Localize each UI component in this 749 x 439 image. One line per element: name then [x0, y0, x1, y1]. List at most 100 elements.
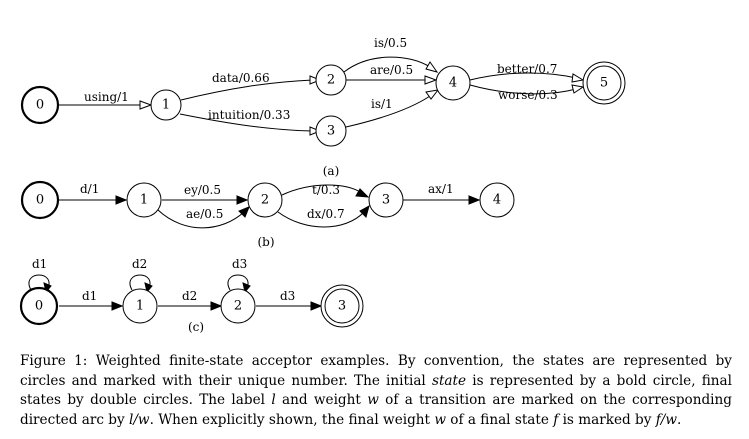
- state-b-0-initial: [20, 180, 60, 220]
- arc-a-4-5-bottom: [469, 84, 577, 95]
- state-label-c-3: 3: [338, 299, 346, 314]
- arrowhead-icon: [139, 100, 153, 110]
- arrowhead-icon: [115, 195, 128, 205]
- arrowhead-icon: [238, 206, 250, 218]
- state-a-3: [315, 115, 347, 147]
- caption-symbol-l: l: [271, 392, 276, 408]
- arrowhead-icon: [468, 195, 481, 205]
- diagram-c: d1 d2 d3 d1 d2 d3 0 1 2 3 (c): [19, 257, 364, 334]
- state-b-2: [247, 182, 283, 218]
- arc-label-a-1-2: data/0.66: [212, 71, 270, 85]
- arc-label-c-0-loop: d1: [32, 257, 47, 271]
- arc-label-b-1-2-bottom: ae/0.5: [186, 207, 223, 221]
- caption-text: of a final state: [445, 411, 554, 428]
- arc-label-b-2-3-bottom: dx/0.7: [307, 207, 345, 221]
- arrowhead-icon: [310, 301, 323, 311]
- caption-symbol-lw: l/w: [128, 411, 150, 428]
- state-label-b-2: 2: [261, 193, 269, 208]
- arrowhead-icon: [309, 75, 322, 85]
- arrowhead-icon: [242, 282, 251, 294]
- caption-text: is marked by: [558, 411, 656, 428]
- arc-label-a-0-1: using/1: [84, 90, 129, 104]
- arrowhead-icon: [359, 204, 370, 218]
- arc-label-c-0-1: d1: [82, 289, 97, 303]
- caption-text: Figure 1: Weighted finite-state acceptor…: [20, 353, 732, 389]
- state-label-a-4: 4: [449, 76, 457, 91]
- caption-symbol-f: f: [553, 411, 559, 428]
- arrowhead-icon: [571, 73, 585, 83]
- figure-caption: Figure 1: Weighted finite-state acceptor…: [20, 352, 732, 430]
- arrowhead-icon: [424, 75, 438, 85]
- state-a-0-initial: [20, 85, 60, 125]
- arc-a-3-4: [345, 95, 431, 128]
- arrowhead-icon: [210, 301, 223, 311]
- state-label-a-1: 1: [162, 98, 170, 113]
- state-label-a-3: 3: [327, 124, 335, 139]
- state-label-b-4: 4: [493, 193, 501, 208]
- arc-a-2-4-top: [343, 56, 431, 73]
- state-label-a-5: 5: [600, 76, 608, 91]
- state-label-b-0: 0: [36, 193, 44, 208]
- caption-symbol-w: w: [367, 392, 379, 408]
- arc-label-a-2-4-top: is/0.5: [374, 36, 407, 50]
- fsa-diagram: using/1 data/0.66 intuition/0.33 is/0.5 …: [19, 36, 626, 334]
- arrowhead-icon: [425, 61, 439, 73]
- state-b-4: [479, 182, 515, 218]
- diagram-label-b: (b): [257, 235, 274, 249]
- state-label-c-1: 1: [136, 299, 144, 314]
- arc-label-b-3-4: ax/1: [428, 182, 454, 196]
- arc-b-1-2-bottom: [157, 209, 245, 229]
- state-a-1: [150, 89, 182, 121]
- caption-text: of a transition are marked on the corres…: [20, 392, 732, 428]
- caption-text: is represented by a bold circle, final s…: [20, 372, 733, 409]
- arc-a-1-2: [180, 79, 314, 101]
- caption-text: .: [676, 411, 682, 428]
- arrowhead-icon: [425, 89, 440, 100]
- arrowhead-icon: [571, 84, 585, 94]
- state-label-c-2: 2: [234, 299, 242, 314]
- caption-italic-state: state: [431, 372, 467, 389]
- arc-label-a-2-4-bottom: are/0.5: [370, 63, 413, 77]
- arc-label-a-4-5-bottom: worse/0.3: [498, 88, 558, 102]
- arc-label-a-4-5-top: better/0.7: [497, 62, 557, 76]
- state-c-2: [220, 288, 256, 324]
- arc-b-2-3-bottom: [277, 211, 365, 228]
- arrowhead-icon: [236, 195, 249, 205]
- caption-text: . When explicitly shown, the final weigh…: [149, 411, 435, 428]
- state-label-c-0: 0: [35, 299, 43, 314]
- arrowhead-icon: [111, 301, 124, 311]
- diagram-label-c: (c): [188, 320, 204, 334]
- state-label-b-1: 1: [140, 193, 148, 208]
- arc-label-c-1-loop: d2: [132, 257, 147, 271]
- state-a-4: [435, 65, 471, 101]
- caption-symbol-w: w: [434, 411, 446, 428]
- arc-label-c-2-loop: d3: [232, 257, 247, 271]
- diagram-b: d/1 ey/0.5 ae/0.5 t/0.3 dx/0.7 ax/1 0 1 …: [20, 180, 515, 249]
- state-c-1: [122, 288, 158, 324]
- caption-text: and weight: [275, 392, 368, 408]
- arc-label-b-0-1: d/1: [80, 182, 99, 196]
- state-c-3-final-inner: [324, 288, 360, 324]
- state-label-b-3: 3: [382, 193, 390, 208]
- arc-a-4-5-top: [469, 72, 577, 81]
- diagram-label-a: (a): [323, 164, 340, 178]
- state-label-a-0: 0: [36, 98, 44, 113]
- state-c-0-initial: [19, 286, 59, 326]
- arc-a-1-3: [179, 113, 313, 132]
- state-b-1: [126, 182, 162, 218]
- state-a-5-final-inner: [586, 65, 622, 101]
- arc-label-c-2-3: d3: [280, 289, 295, 303]
- arc-label-b-2-3-top: t/0.3: [312, 183, 340, 197]
- diagram-a: using/1 data/0.66 intuition/0.33 is/0.5 …: [20, 36, 626, 178]
- caption-symbol-fw: f/w: [655, 411, 677, 428]
- state-label-a-2: 2: [327, 73, 335, 88]
- arc-label-b-1-2-top: ey/0.5: [184, 183, 221, 197]
- arrowhead-icon: [144, 282, 153, 294]
- state-a-2: [315, 64, 347, 96]
- arc-label-a-3-4: is/1: [371, 97, 393, 111]
- arc-label-c-1-2: d2: [182, 289, 197, 303]
- state-b-3: [368, 182, 404, 218]
- arrowhead-icon: [309, 126, 322, 136]
- arc-label-a-1-3: intuition/0.33: [208, 108, 290, 122]
- arrowhead-icon: [355, 188, 370, 198]
